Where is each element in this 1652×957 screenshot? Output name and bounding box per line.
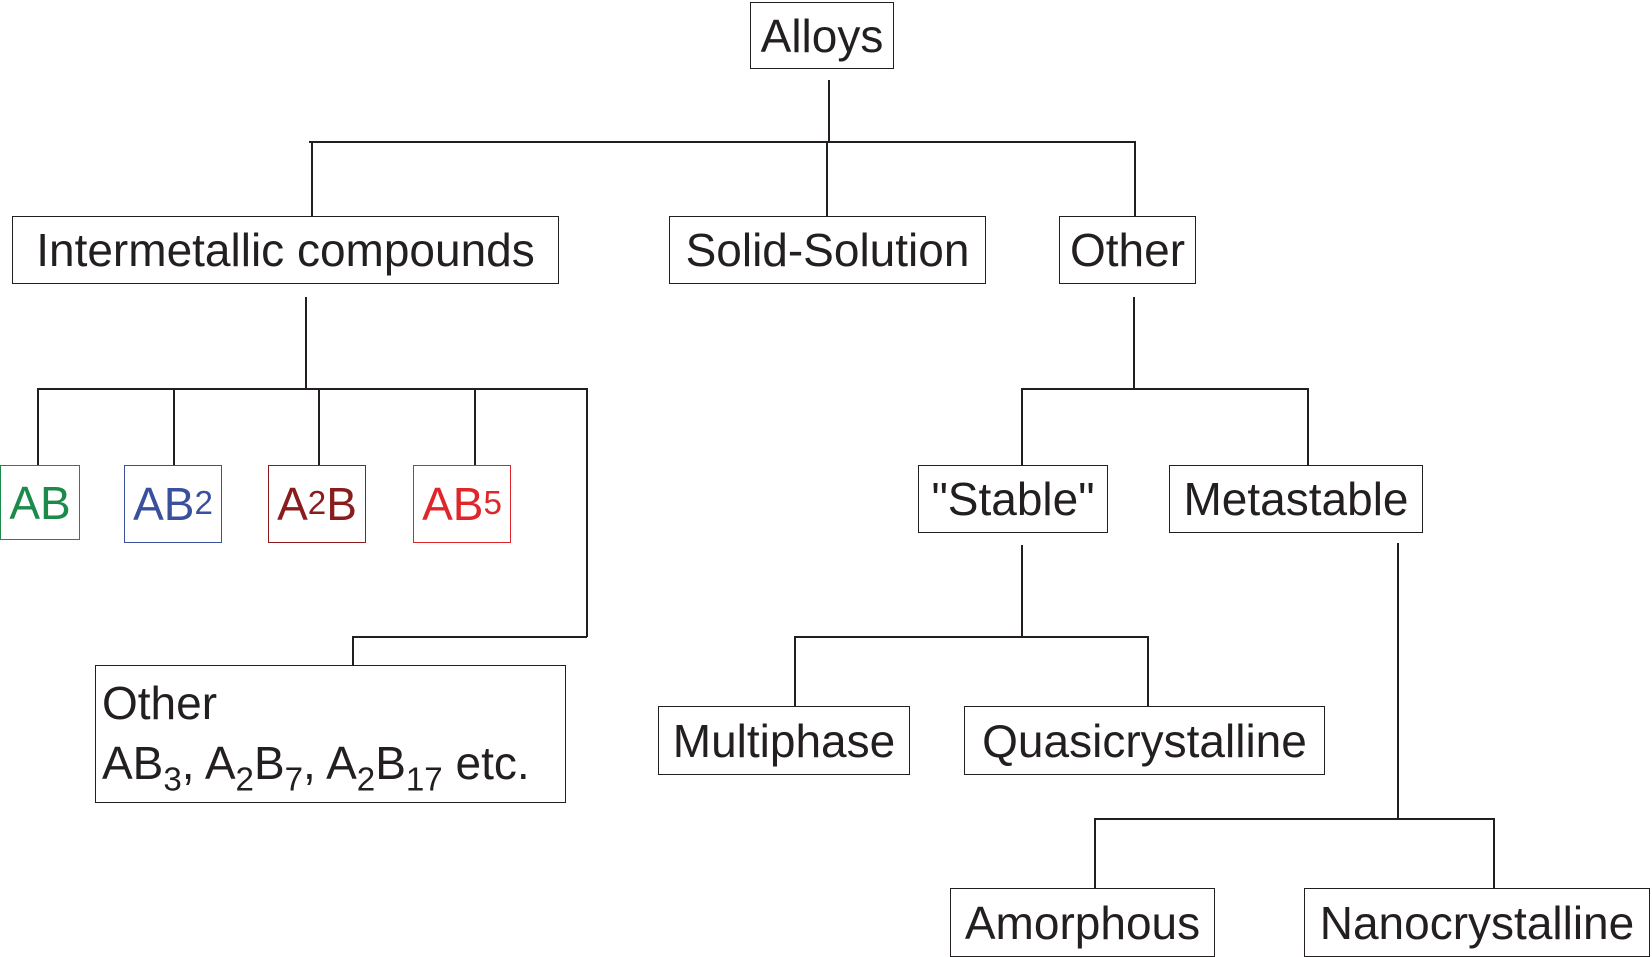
connector-line <box>311 141 313 216</box>
connector-line <box>1021 545 1023 637</box>
node-intermetallic-compounds: Intermetallic compounds <box>12 216 559 284</box>
formula-a2b-b: B <box>326 478 357 530</box>
node-stable: "Stable" <box>918 465 1108 533</box>
connector-line <box>1397 543 1399 819</box>
connector-line <box>173 388 175 465</box>
connector-line <box>826 141 828 216</box>
node-alloys: Alloys <box>750 2 894 69</box>
connector-line <box>1021 388 1308 390</box>
node-other-intermetallics: Other AB3, A2B7, A2B17 etc. <box>95 665 566 803</box>
node-other: Other <box>1059 216 1196 284</box>
connector-line <box>305 297 307 389</box>
connector-line <box>1307 388 1309 465</box>
connector-line <box>318 388 320 465</box>
connector-line <box>586 388 588 637</box>
formula-a2b-a: A <box>277 478 308 530</box>
node-ab: AB <box>0 465 80 540</box>
connector-line <box>352 636 587 638</box>
formula-ab2-base: AB <box>133 478 195 530</box>
node-nanocrystalline: Nanocrystalline <box>1304 888 1650 957</box>
formula-ab: AB <box>9 476 71 529</box>
node-solid-solution: Solid-Solution <box>669 216 986 284</box>
node-amorphous: Amorphous <box>950 888 1215 957</box>
connector-line <box>37 388 39 465</box>
connector-line <box>1094 818 1494 820</box>
connector-line <box>1493 818 1495 888</box>
connector-line <box>1134 141 1136 216</box>
connector-line <box>309 141 1135 143</box>
connector-line <box>1094 818 1096 888</box>
node-metastable: Metastable <box>1169 465 1423 533</box>
node-multiphase: Multiphase <box>658 706 910 775</box>
connector-line <box>828 80 830 142</box>
other-intermetallics-title: Other <box>102 677 218 730</box>
connector-line <box>1021 388 1023 465</box>
connector-line <box>37 388 587 390</box>
formula-ab5-base: AB <box>422 478 484 530</box>
connector-line <box>1147 636 1149 706</box>
connector-line <box>794 636 796 706</box>
connector-line <box>474 388 476 465</box>
connector-line <box>352 636 354 666</box>
other-intermetallics-formulas: AB3, A2B7, A2B17 etc. <box>102 737 530 799</box>
connector-line <box>1133 297 1135 389</box>
node-quasicrystalline: Quasicrystalline <box>964 706 1325 775</box>
connector-line <box>794 636 1148 638</box>
